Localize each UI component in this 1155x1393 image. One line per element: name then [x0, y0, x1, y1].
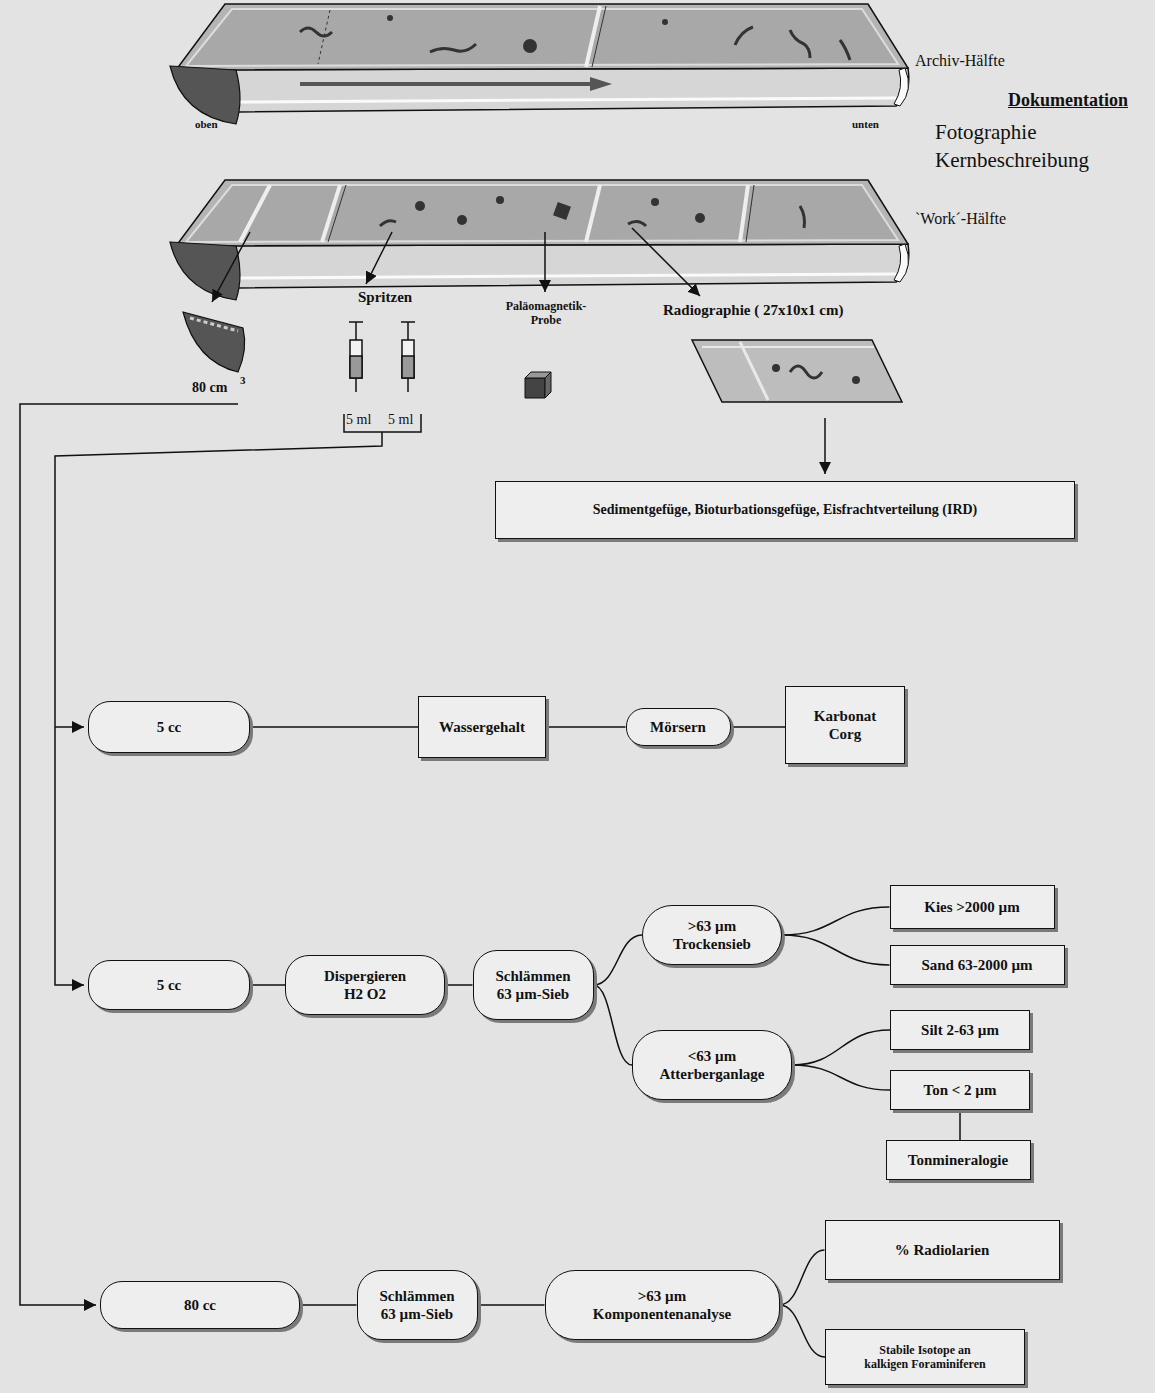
connector-line: [250, 726, 418, 728]
connector-line: [780, 1250, 825, 1305]
radiograph-slab: [692, 340, 902, 402]
box-text: Mörsern: [650, 718, 706, 736]
connector-line: [594, 985, 633, 1065]
connector-line: [300, 1304, 357, 1306]
connector-line: [792, 1065, 890, 1090]
annotation-label: Radiographie ( 27x10x1 cm): [663, 302, 843, 319]
process-step-box: 80 cc: [100, 1281, 300, 1329]
process-step-box: Dispergieren H2 O2: [285, 955, 445, 1015]
syringe-symbol: [349, 322, 415, 392]
result-box: Kies >2000 µm: [890, 885, 1055, 929]
connector-line: [478, 1304, 545, 1306]
wedge-sample: [183, 312, 245, 372]
result-box: % Radiolarien: [825, 1220, 1060, 1280]
annotation-label: 80 cm: [192, 380, 227, 396]
process-step-box: >63 µm Komponentenanalyse: [545, 1270, 780, 1340]
box-text: Silt 2-63 µm: [921, 1021, 999, 1039]
annotation-label: 3: [240, 374, 246, 387]
box-text: <63 µm Atterberganlage: [652, 1047, 772, 1083]
connector-line: [250, 984, 285, 986]
box-text: Ton < 2 µm: [924, 1081, 997, 1099]
connector-line: [594, 935, 643, 985]
annotation-label: Fotographie: [935, 120, 1036, 144]
process-step-box: 5 cc: [88, 960, 250, 1010]
box-text: Sedimentgefüge, Bioturbationsgefüge, Eis…: [593, 502, 978, 519]
result-box: Silt 2-63 µm: [890, 1010, 1030, 1050]
connector-line: [445, 984, 473, 986]
annotation-label: Spritzen: [358, 289, 412, 306]
box-text: 5 cc: [157, 718, 182, 736]
paleomagnetic-cube: [525, 372, 551, 398]
connector-line: [780, 1305, 826, 1357]
connector-line: [782, 935, 890, 965]
annotation-label: Kernbeschreibung: [935, 148, 1089, 172]
archive-half-core: [170, 4, 909, 124]
box-text: Schlämmen 63 µm-Sieb: [373, 1287, 461, 1323]
result-box: Ton < 2 µm: [890, 1070, 1030, 1110]
box-text: Tonmineralogie: [908, 1151, 1008, 1169]
box-text: 5 cc: [157, 976, 182, 994]
connector-line: [959, 1110, 961, 1140]
box-text: >63 µm Trockensieb: [662, 917, 762, 953]
box-text: Schlämmen 63 µm-Sieb: [489, 967, 577, 1003]
result-box: Karbonat Corg: [785, 686, 905, 764]
box-text: 80 cc: [184, 1296, 216, 1314]
work-half-core: [170, 180, 909, 300]
result-box: Sedimentgefüge, Bioturbationsgefüge, Eis…: [495, 481, 1075, 539]
annotation-label: unten: [852, 118, 879, 131]
process-step-box: Mörsern: [626, 708, 731, 746]
connector-line: [792, 1030, 890, 1065]
annotation-label: Dokumentation: [1008, 90, 1128, 111]
box-text: Wassergehalt: [439, 718, 525, 736]
box-text: Kies >2000 µm: [924, 898, 1020, 916]
box-text: Stabile Isotope an kalkigen Foraminifere…: [858, 1343, 993, 1372]
annotation-label: oben: [195, 118, 218, 131]
process-step-box: 5 cc: [88, 701, 250, 753]
box-text: % Radiolarien: [895, 1241, 990, 1259]
connector-line: [782, 907, 890, 935]
sample-feed-lines: [20, 404, 382, 1305]
result-box: Sand 63-2000 µm: [890, 945, 1065, 985]
box-text: Karbonat Corg: [808, 707, 883, 743]
connector-line: [731, 726, 786, 728]
annotation-label: 5 ml: [346, 412, 371, 428]
annotation-label: Paläomagnetik- Probe: [492, 300, 600, 328]
process-step-box: Schlämmen 63 µm-Sieb: [473, 950, 594, 1020]
process-step-box: <63 µm Atterberganlage: [632, 1030, 792, 1100]
result-box: Stabile Isotope an kalkigen Foraminifere…: [825, 1329, 1025, 1385]
connector-line: [546, 726, 626, 728]
box-text: Sand 63-2000 µm: [921, 956, 1032, 974]
process-step-box: Schlämmen 63 µm-Sieb: [357, 1270, 478, 1340]
result-box: Tonmineralogie: [886, 1140, 1031, 1180]
annotation-label: Archiv-Hälfte: [915, 52, 1005, 70]
process-step-box: >63 µm Trockensieb: [642, 905, 782, 965]
box-text: >63 µm Komponentenanalyse: [582, 1287, 742, 1323]
annotation-label: 5 ml: [388, 412, 413, 428]
result-box: Wassergehalt: [418, 696, 546, 758]
annotation-label: `Work´-Hälfte: [915, 210, 1006, 228]
box-text: Dispergieren H2 O2: [318, 967, 413, 1003]
